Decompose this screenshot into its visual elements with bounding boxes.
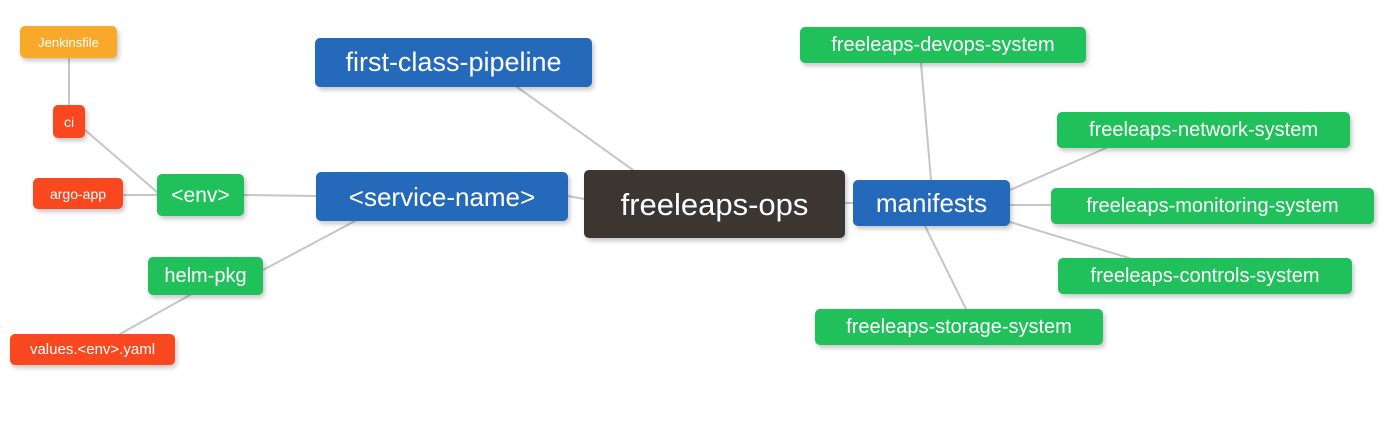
edge-env-to-service-name — [243, 194, 317, 197]
node-label-ci: ci — [63, 113, 75, 130]
node-label-env: <env> — [171, 183, 230, 207]
mindmap-node-jenkinsfile[interactable]: Jenkinsfile — [20, 26, 117, 58]
node-label-freeleaps-devops-system: freeleaps-devops-system — [831, 34, 1055, 56]
mindmap-node-freeleaps-storage-system[interactable]: freeleaps-storage-system — [815, 309, 1103, 345]
mindmap-node-helm-pkg[interactable]: helm-pkg — [148, 257, 263, 295]
mindmap-node-values-yaml[interactable]: values.<env>.yaml — [10, 334, 175, 365]
mindmap-node-freeleaps-ops[interactable]: freeleaps-ops — [584, 170, 845, 238]
edge-service-name-to-freeleaps-ops — [567, 195, 585, 200]
node-label-jenkinsfile: Jenkinsfile — [38, 34, 99, 50]
node-label-first-class-pipeline: first-class-pipeline — [345, 47, 562, 77]
edge-manifests-to-freeleaps-devops-system — [920, 62, 932, 181]
node-label-helm-pkg: helm-pkg — [164, 265, 247, 287]
edge-first-class-pipeline-to-freeleaps-ops — [516, 86, 634, 171]
mindmap-node-freeleaps-monitoring-system[interactable]: freeleaps-monitoring-system — [1051, 188, 1374, 224]
node-label-freeleaps-monitoring-system: freeleaps-monitoring-system — [1086, 195, 1339, 217]
node-label-manifests: manifests — [875, 188, 988, 218]
edge-manifests-to-freeleaps-network-system — [1009, 147, 1107, 191]
node-label-freeleaps-network-system: freeleaps-network-system — [1089, 119, 1318, 141]
mindmap-node-first-class-pipeline[interactable]: first-class-pipeline — [315, 38, 592, 87]
node-label-argo-app: argo-app — [49, 185, 107, 202]
node-label-freeleaps-storage-system: freeleaps-storage-system — [846, 316, 1072, 338]
node-label-service-name: <service-name> — [348, 181, 536, 212]
mindmap-node-freeleaps-controls-system[interactable]: freeleaps-controls-system — [1058, 258, 1352, 294]
node-label-freeleaps-controls-system: freeleaps-controls-system — [1090, 265, 1320, 287]
mindmap-node-ci[interactable]: ci — [53, 105, 85, 138]
edge-values-yaml-to-helm-pkg — [119, 294, 191, 335]
edge-manifests-to-freeleaps-controls-system — [1009, 221, 1130, 259]
mindmap-node-service-name[interactable]: <service-name> — [316, 172, 568, 221]
mindmap-node-freeleaps-devops-system[interactable]: freeleaps-devops-system — [800, 27, 1086, 63]
mindmap-node-freeleaps-network-system[interactable]: freeleaps-network-system — [1057, 112, 1350, 148]
edge-helm-pkg-to-service-name — [262, 220, 356, 271]
edge-manifests-to-freeleaps-storage-system — [924, 225, 967, 310]
mindmap-node-manifests[interactable]: manifests — [853, 180, 1010, 226]
mindmap-node-env[interactable]: <env> — [157, 174, 244, 216]
node-label-values-yaml: values.<env>.yaml — [29, 341, 156, 358]
mindmap-node-argo-app[interactable]: argo-app — [33, 178, 123, 209]
node-label-freeleaps-ops: freeleaps-ops — [620, 186, 809, 222]
